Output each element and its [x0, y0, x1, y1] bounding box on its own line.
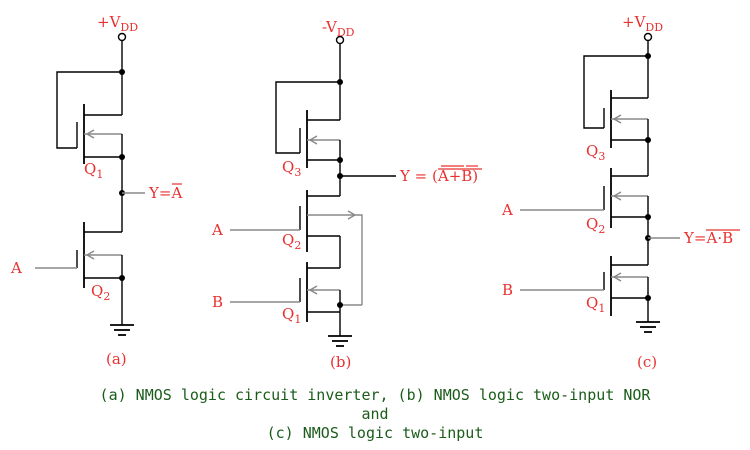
- node-dot: [337, 302, 343, 308]
- out-label-a: Y=A: [148, 184, 182, 202]
- q1-label-a: Q1: [84, 160, 103, 181]
- vdd-terminal-a: [117, 32, 127, 42]
- q2-substrate-b: [307, 214, 363, 305]
- gate-feedback-b: [275, 81, 340, 154]
- q3-label-b: Q3: [282, 158, 301, 179]
- vdd-terminal-c: [643, 32, 653, 42]
- panel-label-c: (c): [637, 353, 657, 371]
- nmos-circuits-diagram: +VDD Y=A Q1 A Q2 (a): [10, 13, 740, 371]
- input-b-label-b: B: [212, 293, 223, 311]
- q1-arrow-c: [612, 272, 622, 282]
- input-a-label: A: [10, 259, 22, 277]
- out-label-b: Y = (A+B): [399, 167, 478, 185]
- q1-arrow: [85, 129, 95, 139]
- panel-label-b: (b): [330, 353, 351, 371]
- q2-label-c: Q2: [586, 215, 605, 236]
- node-dot: [119, 275, 125, 281]
- q2-arrow-b: [347, 210, 357, 220]
- ground-symbol-b: [328, 335, 352, 347]
- q2-label-a: Q2: [91, 282, 110, 303]
- gate-feedback-a: [56, 71, 122, 149]
- input-a-label-b: A: [211, 221, 223, 239]
- input-a-label-c: A: [501, 201, 513, 219]
- q2-arrow-c: [612, 191, 622, 201]
- vdd-label-a: +VDD: [97, 13, 138, 34]
- panel-label-a: (a): [106, 350, 127, 368]
- caption-line-2: and: [361, 405, 389, 423]
- circuit-c-nand: +VDD Q3 A Y=A·B Q2 B: [501, 13, 740, 371]
- vdd-label-c: +VDD: [622, 13, 663, 34]
- q3-arrow-c: [612, 114, 622, 124]
- q3-label-c: Q3: [586, 142, 605, 163]
- q1-label-b: Q1: [282, 305, 301, 326]
- q1-label-c: Q1: [586, 294, 605, 315]
- caption-line-1: (a) NMOS logic circuit inverter, (b) NMO…: [99, 386, 651, 404]
- node-dot: [645, 214, 651, 220]
- q1-arrow-b: [308, 285, 318, 295]
- figure-caption: (a) NMOS logic circuit inverter, (b) NMO…: [0, 386, 750, 443]
- node-dot: [337, 157, 343, 163]
- out-label-c: Y=A·B: [683, 229, 733, 247]
- ground-symbol-c: [636, 321, 660, 333]
- ground-symbol-a: [110, 324, 134, 336]
- caption-line-3: (c) NMOS logic two-input: [266, 424, 484, 442]
- circuit-a-inverter: +VDD Y=A Q1 A Q2 (a): [10, 13, 182, 368]
- node-dot: [645, 295, 651, 301]
- node-dot: [645, 137, 651, 143]
- node-dot: [119, 154, 125, 160]
- q3-arrow: [308, 135, 318, 145]
- q2-arrow: [85, 250, 95, 260]
- vdd-label-b: -VDD: [322, 18, 355, 39]
- input-b-label-c: B: [502, 281, 513, 299]
- vdd-terminal-b: [335, 35, 345, 45]
- circuit-b-nor: -VDD Y = (A+B) Q3 A Q2 B: [211, 18, 482, 371]
- gate-feedback-c: [583, 55, 648, 129]
- q2-label-b: Q2: [282, 231, 301, 252]
